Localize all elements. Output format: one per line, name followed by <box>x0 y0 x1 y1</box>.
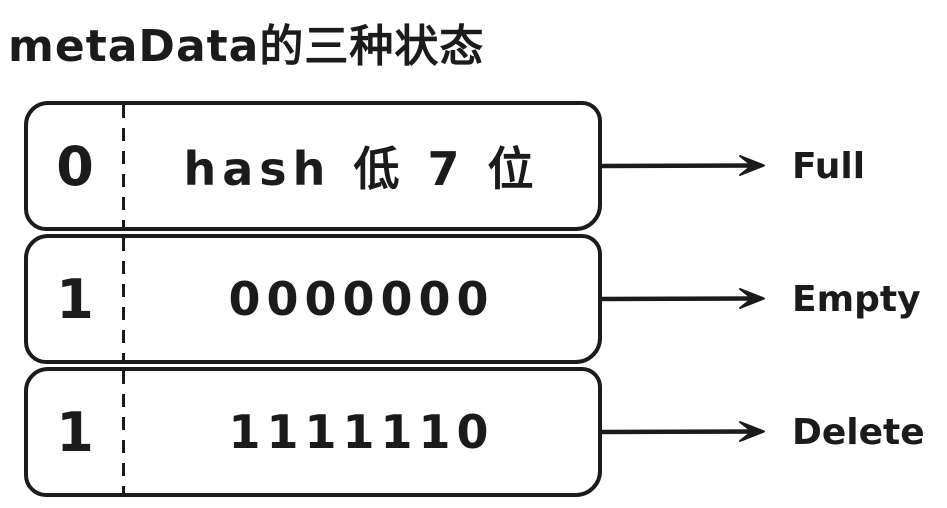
bit-value: hash 低 7 位 <box>183 142 540 196</box>
metadata-row-empty: 1 0000000 Empty <box>24 234 921 364</box>
metadata-box: 0 hash 低 7 位 <box>24 101 602 231</box>
state-label: Delete <box>792 411 925 453</box>
metadata-box: 1 0000000 <box>24 234 602 364</box>
state-label: Empty <box>792 278 921 320</box>
metadata-row-delete: 1 1111110 Delete <box>24 367 925 497</box>
dashed-divider <box>122 105 125 227</box>
control-bit: 0 <box>56 134 94 198</box>
state-label: Full <box>792 145 866 187</box>
dashed-divider <box>122 238 125 360</box>
control-bit: 1 <box>56 400 94 464</box>
dashed-divider <box>122 371 125 493</box>
right-arrow-icon <box>600 155 765 176</box>
bit-value: 0000000 <box>228 272 495 326</box>
bit-value: 1111110 <box>228 405 495 459</box>
right-arrow-icon <box>600 288 765 309</box>
metadata-row-full: 0 hash 低 7 位 Full <box>24 101 865 231</box>
right-arrow-icon <box>600 421 765 442</box>
control-bit: 1 <box>56 267 94 331</box>
metadata-box: 1 1111110 <box>24 367 602 497</box>
diagram-title: metaData的三种状态 <box>8 21 485 72</box>
